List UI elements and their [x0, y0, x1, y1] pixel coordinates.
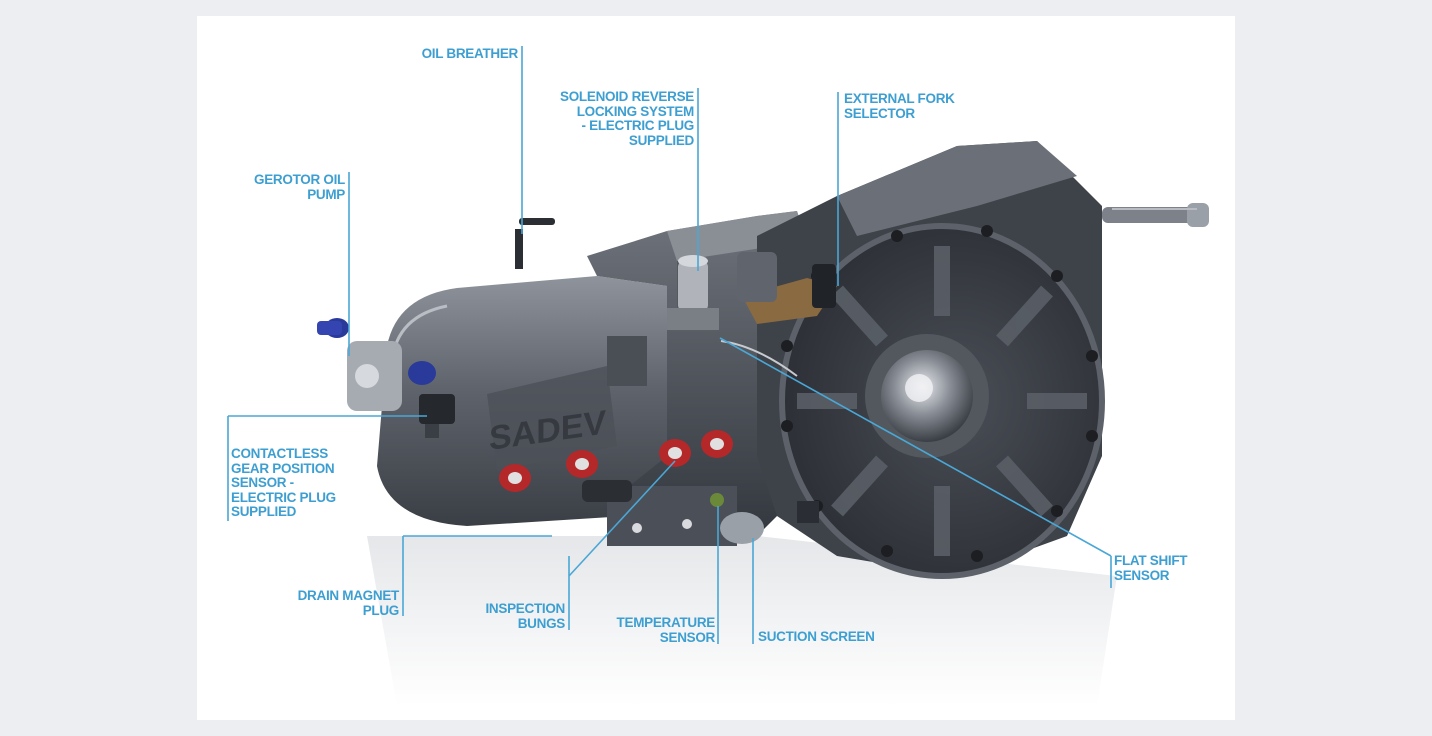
fork-selector-part	[737, 252, 837, 324]
inspection-bungs	[499, 430, 733, 492]
temperature-sensor-part	[710, 493, 724, 507]
label-contactless-gear-sensor: CONTACTLESS GEAR POSITION SENSOR - ELECT…	[231, 446, 336, 519]
label-temperature-sensor: TEMPERATURE SENSOR	[616, 615, 716, 645]
gearbox-illustration: SADEV	[227, 46, 1209, 706]
label-external-fork-selector: EXTERNAL FORK SELECTOR	[844, 91, 955, 121]
label-gerotor-oil-pump: GEROTOR OIL PUMP	[254, 172, 345, 202]
label-flat-shift-sensor: FLAT SHIFT SENSOR	[1114, 553, 1188, 583]
label-suction-screen: SUCTION SCREEN	[758, 629, 875, 644]
label-oil-breather: OIL BREATHER	[421, 46, 519, 61]
output-shaft	[1102, 203, 1209, 227]
gear-position-sensor-part	[419, 394, 455, 438]
leader-inspection	[568, 460, 676, 630]
leader-flat-shift	[719, 337, 1112, 588]
floor-reflection	[367, 536, 1117, 706]
leader-drain	[402, 535, 552, 616]
bellhousing	[757, 141, 1105, 579]
suction-screen-part	[720, 512, 764, 544]
solenoid-part	[667, 255, 719, 330]
gerotor-pump	[317, 318, 436, 411]
diagram-panel: SADEV	[197, 16, 1235, 720]
label-solenoid-reverse-locking: SOLENOID REVERSE LOCKING SYSTEM - ELECTR…	[560, 89, 694, 148]
label-drain-magnet-plug: DRAIN MAGNET PLUG	[297, 588, 400, 618]
leader-contactless	[227, 415, 427, 521]
label-inspection-bungs: INSPECTION BUNGS	[485, 601, 565, 631]
oil-breather-part	[515, 218, 555, 269]
leader-lines	[227, 46, 1112, 644]
